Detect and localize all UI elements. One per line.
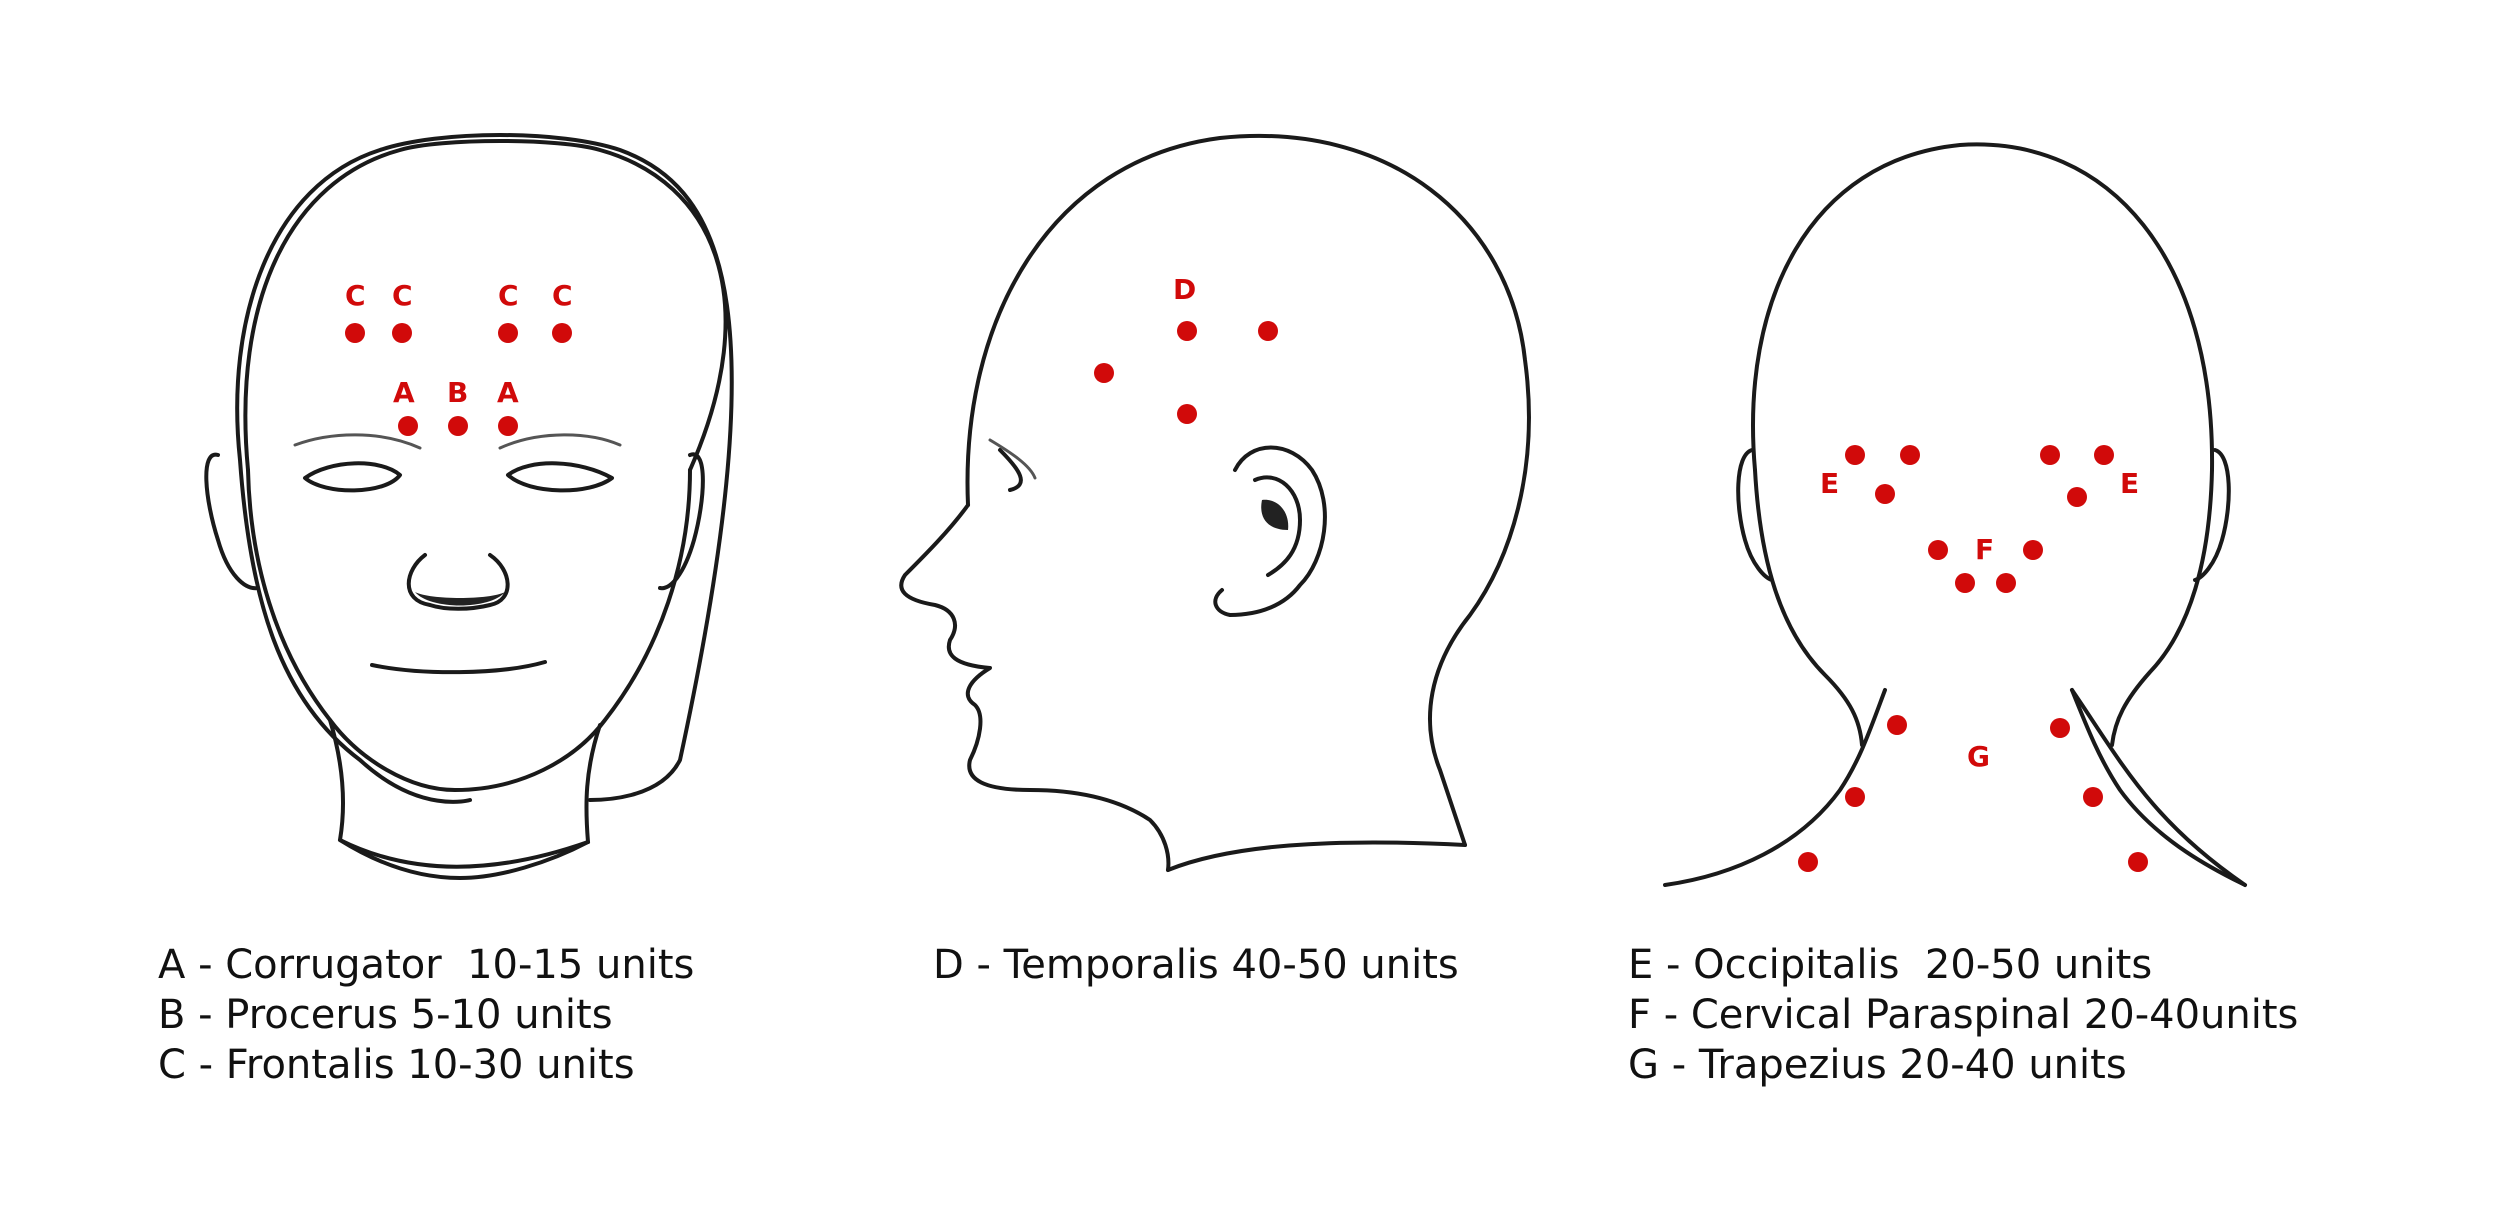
front-ear-left	[204, 452, 260, 591]
front-mouth	[370, 660, 547, 675]
front-eye-right	[506, 461, 614, 493]
point-occipitalis	[2067, 487, 2087, 507]
point-trapezius	[2050, 718, 2070, 738]
legend-front: A - Corrugator 10-15 units B - Procerus …	[158, 940, 694, 1090]
legend-back: E - Occipitalis 20-50 units F - Cervical…	[1628, 940, 2298, 1090]
front-jaw-right	[453, 468, 692, 792]
point-temporalis	[1177, 404, 1197, 424]
point-cervical-paraspinal	[2023, 540, 2043, 560]
front-eyebrow-left	[293, 433, 422, 450]
side-ear-inner	[1253, 475, 1302, 577]
side-eye	[998, 448, 1023, 492]
back-view	[1663, 142, 2247, 887]
front-neck-right	[584, 723, 602, 844]
point-occipitalis	[2040, 445, 2060, 465]
back-ear-left	[1736, 448, 1774, 582]
point-occipitalis	[1900, 445, 1920, 465]
legend-occipitalis: E - Occipitalis 20-50 units	[1628, 942, 2153, 988]
point-trapezius	[1845, 787, 1865, 807]
front-eyebrow-right	[498, 433, 622, 450]
back-head-lower-left	[1753, 468, 1864, 747]
legend-temporalis: D - Temporalis 40-50 units	[933, 942, 1459, 988]
legend-side: D - Temporalis 40-50 units	[933, 940, 1459, 990]
label-d: D	[1173, 273, 1196, 306]
front-view	[204, 133, 734, 880]
front-head-outline-full	[243, 139, 728, 472]
front-jaw-left	[246, 468, 457, 792]
label-b: B	[447, 376, 468, 409]
side-face-profile	[899, 503, 1171, 872]
point-occipitalis	[2094, 445, 2114, 465]
label-c: C	[552, 279, 573, 312]
front-nose-base	[415, 592, 505, 606]
label-c: C	[498, 279, 519, 312]
point-frontalis	[498, 323, 518, 343]
side-head-outline	[965, 133, 1531, 847]
back-head-lower-right	[2110, 468, 2214, 747]
point-corrugator	[398, 416, 418, 436]
label-c: C	[392, 279, 413, 312]
back-shoulder-right	[2070, 688, 2247, 887]
point-trapezius	[1798, 852, 1818, 872]
side-eye-lid	[988, 438, 1037, 480]
point-temporalis	[1258, 321, 1278, 341]
side-ear	[1213, 445, 1327, 617]
legend-corrugator: A - Corrugator 10-15 units	[158, 942, 695, 988]
front-head-outline	[235, 133, 734, 804]
point-cervical-paraspinal	[1928, 540, 1948, 560]
point-occipitalis	[1845, 445, 1865, 465]
point-cervical-paraspinal	[1996, 573, 2016, 593]
point-labels: C C C C A B A D E E F G	[345, 273, 2139, 773]
legend-trapezius: G - Trapezius 20-40 units	[1628, 1042, 2127, 1088]
side-neck-back	[1166, 840, 1467, 872]
label-c: C	[345, 279, 366, 312]
point-corrugator	[498, 416, 518, 436]
label-a: A	[497, 376, 519, 409]
point-procerus	[448, 416, 468, 436]
point-temporalis	[1094, 363, 1114, 383]
label-g: G	[1967, 740, 1990, 773]
point-cervical-paraspinal	[1955, 573, 1975, 593]
point-frontalis	[552, 323, 572, 343]
front-chin-base	[338, 838, 590, 880]
injection-points	[345, 321, 2148, 872]
front-eye-left	[303, 461, 402, 493]
back-head-outline	[1751, 142, 2215, 472]
front-neck-left	[328, 718, 590, 869]
point-trapezius	[2128, 852, 2148, 872]
legend-cervical-paraspinal: F - Cervical Paraspinal 20-40units	[1628, 992, 2299, 1038]
front-nose	[406, 553, 510, 611]
legend-frontalis: C - Frontalis 10-30 units	[158, 1042, 635, 1088]
side-view	[899, 133, 1531, 872]
point-temporalis	[1177, 321, 1197, 341]
point-trapezius	[2083, 787, 2103, 807]
label-f: F	[1975, 533, 1994, 566]
side-ear-canal	[1261, 499, 1289, 530]
point-frontalis	[345, 323, 365, 343]
point-occipitalis	[1875, 484, 1895, 504]
front-ear-right	[658, 452, 705, 591]
point-trapezius	[1887, 715, 1907, 735]
point-frontalis	[392, 323, 412, 343]
legend-procerus: B - Procerus 5-10 units	[158, 992, 613, 1038]
back-neck-left	[1663, 688, 1887, 887]
label-a: A	[393, 376, 415, 409]
back-ear-right	[2193, 448, 2231, 582]
label-e-left: E	[1820, 467, 1839, 500]
back-neck-right	[2070, 688, 2247, 887]
label-e-right: E	[2120, 467, 2139, 500]
